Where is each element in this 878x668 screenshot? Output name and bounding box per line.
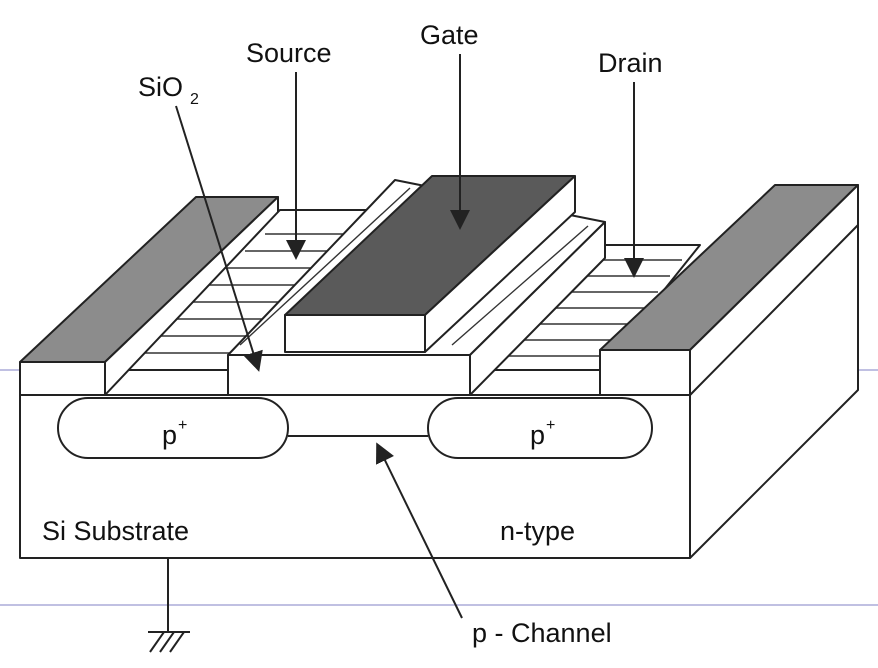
p-plus-well-left xyxy=(57,397,289,459)
gate-label: Gate xyxy=(420,20,479,50)
p-plus-left-label-base: p xyxy=(162,420,177,450)
channel-label: p - Channel xyxy=(472,618,612,648)
doping-label: n-type xyxy=(500,516,575,546)
oxide-label: SiO 2 xyxy=(138,72,199,108)
p-plus-right-label-sup: + xyxy=(546,417,555,434)
oxide-pointer xyxy=(175,105,263,372)
oxide-label-base: SiO xyxy=(138,72,183,102)
drain-label: Drain xyxy=(598,48,663,78)
p-plus-right-label-base: p xyxy=(530,420,545,450)
channel-pointer xyxy=(376,442,463,619)
drain-contact xyxy=(599,184,859,396)
p-plus-left-label: p + xyxy=(162,417,187,450)
p-plus-left-label-sup: + xyxy=(178,417,187,434)
substrate-label: Si Substrate xyxy=(42,516,189,546)
source-contact xyxy=(19,196,279,396)
ground-icon xyxy=(148,558,190,653)
p-plus-right-label: p + xyxy=(530,417,555,450)
p-plus-well-right xyxy=(427,397,653,459)
gate-electrode xyxy=(284,175,576,353)
oxide-label-subscript: 2 xyxy=(190,91,199,108)
source-label: Source xyxy=(246,38,332,68)
